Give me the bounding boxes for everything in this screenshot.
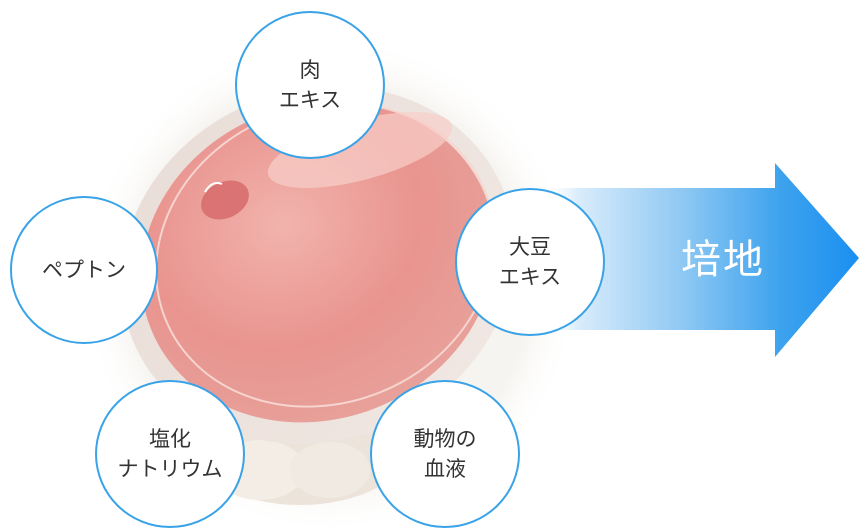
bubble-line: 血液 (424, 457, 466, 481)
bubble-animal-blood: 動物の 血液 (370, 380, 520, 528)
bubble-line: 大豆 (509, 235, 551, 259)
bubble-line: エキス (498, 265, 562, 289)
bubble-line: 動物の (413, 427, 477, 451)
arrow-label: 培地 (681, 237, 765, 283)
bubble-meat-extract: 肉 エキス (235, 11, 385, 159)
dish-spot-glint (204, 182, 223, 193)
bubble-line: ペプトン (42, 258, 126, 282)
bubble-line: エキス (278, 88, 342, 112)
dish-spot (201, 180, 249, 220)
dish-base-fold (290, 442, 370, 498)
dish-highlight (267, 111, 453, 189)
bubble-line: 塩化 (149, 427, 191, 451)
bubble-line: ナトリウム (117, 457, 223, 481)
arrow-shape (540, 163, 859, 357)
bubble-sodium-chloride: 塩化 ナトリウム (95, 380, 245, 528)
bubble-line: 肉 (299, 58, 321, 82)
bubble-soy-extract: 大豆 エキス (455, 188, 605, 336)
bubble-peptone: ペプトン (10, 196, 158, 344)
